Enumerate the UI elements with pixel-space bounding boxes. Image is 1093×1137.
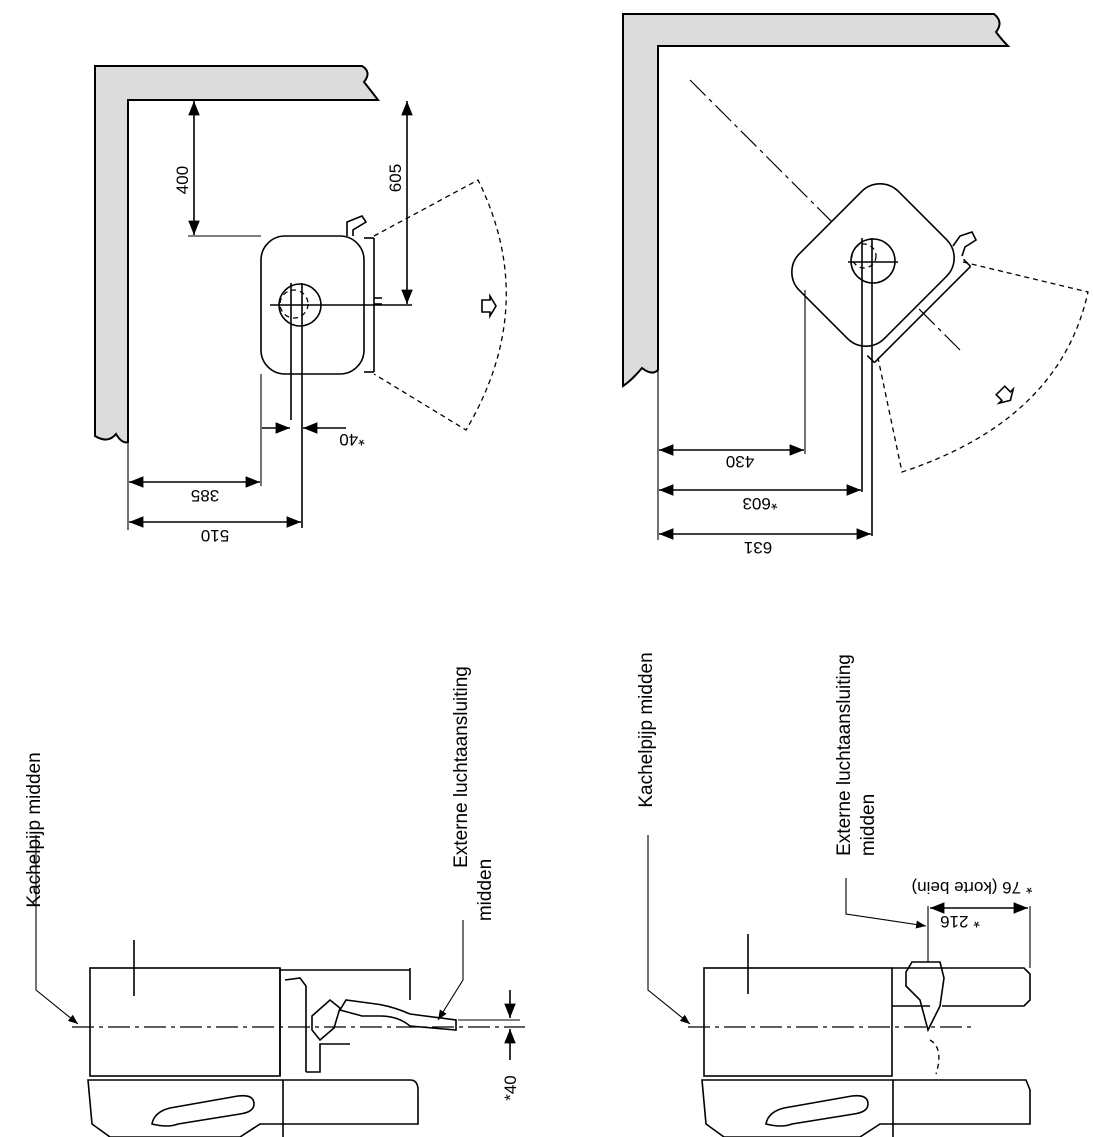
dim-air-center: *603 xyxy=(743,494,778,513)
label-air-connection: Externe luchtaansluiting xyxy=(451,666,472,868)
air-connection-box xyxy=(892,967,1031,1007)
stove-side-body xyxy=(703,967,893,1077)
dim-side-clearance: 385 xyxy=(191,486,219,505)
dim-pipe-depth: 605 xyxy=(386,164,405,192)
stove-body-rotated xyxy=(791,183,972,364)
corner-wall xyxy=(94,65,381,444)
label-air-connection-2: midden xyxy=(475,859,496,921)
base-handle-slot xyxy=(765,1094,869,1127)
label-pipe-center: Kachelpijp midden xyxy=(636,652,657,807)
dim-air-offset: *40 xyxy=(339,430,365,449)
bottom-right-side-view: * 216 * 76 (korte bein) Kachelpijp midde… xyxy=(636,652,1032,1137)
door-swing-arc xyxy=(373,179,507,431)
dim-pipe-center: 631 xyxy=(744,538,772,557)
label-air-connection-2: midden xyxy=(858,794,879,856)
corner-wall xyxy=(622,13,1011,388)
dim-long-leg: * 216 xyxy=(940,912,980,931)
label-air-connection: Externe luchtaansluiting xyxy=(834,654,855,856)
flue-connection xyxy=(279,968,410,1076)
top-right-plan-view: 430 *603 631 xyxy=(622,13,1089,557)
stove-handle xyxy=(952,231,978,257)
label-pipe-center: Kachelpijp midden xyxy=(24,752,45,907)
dim-air-offset: *40 xyxy=(501,1075,520,1101)
arrow-icon xyxy=(995,385,1015,405)
flue-pipe-circle xyxy=(850,238,896,284)
dim-corner-clearance: 430 xyxy=(726,452,754,471)
arrow-icon xyxy=(481,293,497,319)
dim-wall-gap: 400 xyxy=(173,166,192,194)
dim-pipe-center: 510 xyxy=(201,526,229,545)
base-handle-slot xyxy=(151,1094,255,1127)
door-swing-arc xyxy=(877,261,1089,473)
dim-short-leg: * 76 (korte bein) xyxy=(912,878,1033,897)
stove-side-body xyxy=(89,967,281,1077)
stove-handle xyxy=(346,215,368,236)
top-left-plan-view: 400 605 385 510 *40 xyxy=(94,65,507,545)
bottom-left-side-view: *40 Kachelpijp midden Externe luchtaansl… xyxy=(24,666,525,1137)
